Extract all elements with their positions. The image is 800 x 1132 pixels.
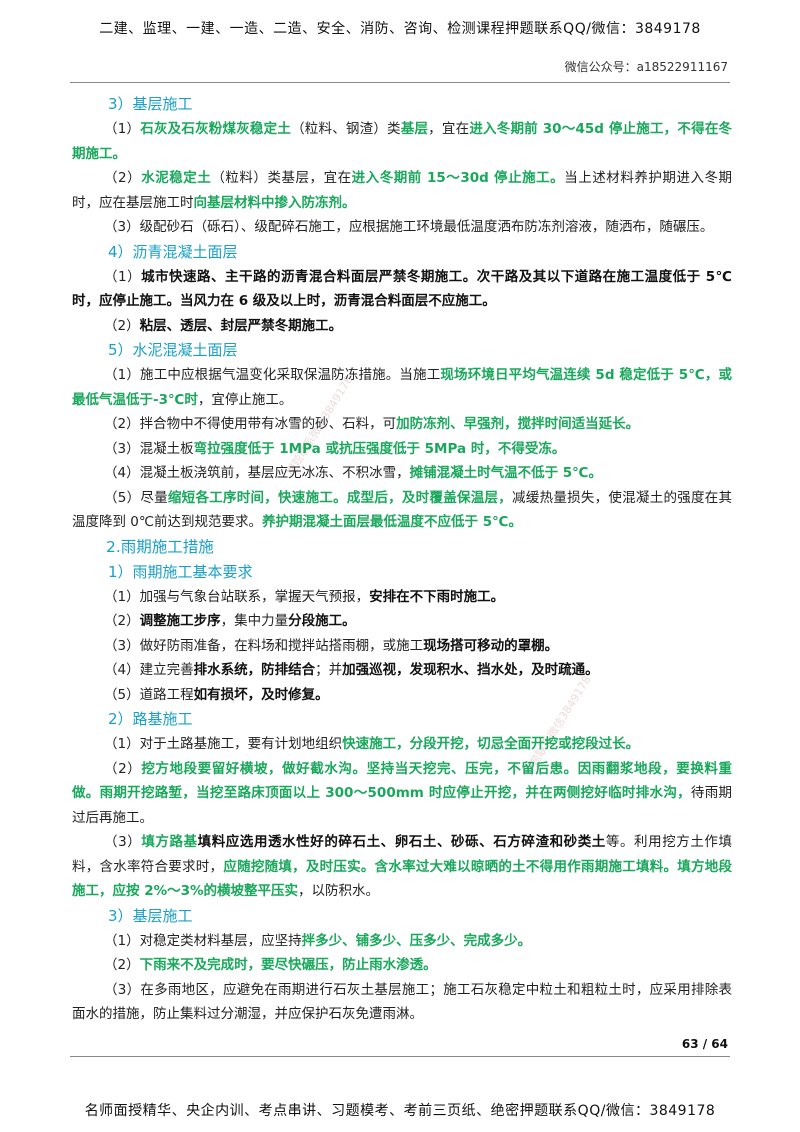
paragraph: （1）城市快速路、主干路的沥青混合料面层严禁冬期施工。次干路及其以下道路在施工温… [72, 265, 732, 314]
page-number: 63 / 64 [681, 1037, 728, 1051]
text-run: （粒料、钢渣）类 [291, 121, 401, 137]
highlight-text: 进入冬期前 30～45d 停止施工，不得在冬期施工。 [72, 121, 733, 162]
highlight-text: 缩短各工序时间，快速施工。成型后，及时覆盖保温层， [167, 489, 513, 506]
paragraph: （3）在多雨地区，应避免在雨期进行石灰土基层施工；施工石灰稳定中粒土和粗粒土时，… [72, 978, 732, 1027]
section-subheading: 2）路基施工 [108, 710, 193, 728]
text-run: （3）在多雨地区，应避免在雨期进行石灰土基层施工；施工石灰稳定中粒土和粗粒土时，… [72, 981, 732, 1023]
highlight-text: 快速施工，分段开挖，切忌全面开挖或挖段过长。 [342, 736, 640, 752]
bold-text: 调整施工步序 [139, 613, 221, 629]
highlight-text: 向基层材料中掺入防冻剂。 [193, 194, 356, 211]
text-run: （5）尽量 [104, 489, 168, 506]
highlight-text: 填方路基 [141, 834, 198, 850]
bold-text: 如有损坏，及时修复。 [193, 686, 329, 703]
section-subheading: 5）水泥混凝土面层 [108, 341, 238, 359]
highlight-text: 弯拉强度低于 1MPa 或抗压强度低于 5MPa 时，不得受冻。 [193, 440, 566, 457]
paragraph: （2）挖方地段要留好横坡，做好截水沟。坚持当天挖完、压完，不留后患。因雨翻浆地段… [72, 757, 732, 831]
bottom-banner: 名师面授精华、央企内训、考点串讲、习题模考、考前三页纸、绝密押题联系QQ/微信：… [84, 1103, 716, 1119]
paragraph: （3）级配砂石（砾石）、级配碎石施工，应根据施工环境最低温度洒布防冻剂溶液，随洒… [72, 215, 732, 240]
text-run: ，集中力量 [220, 613, 289, 629]
highlight-text: 现场环境日平均气温连续 5d 稳定低于 5℃，或最低气温低于-3℃时 [72, 367, 732, 408]
text-run: ；并 [315, 662, 343, 678]
section-subheading: 4）沥青混凝土面层 [108, 242, 238, 261]
top-banner: 二建、监理、一建、一造、二造、安全、消防、咨询、检测课程押题联系QQ/微信：38… [99, 21, 701, 37]
paragraph: （1）石灰及石灰粉煤灰稳定土（粒料、钢渣）类基层，宜在进入冬期前 30～45d … [72, 117, 732, 166]
text-run: 等。利用挖方土作填料，含水率符合要求时， [72, 834, 733, 875]
text-run: （粒料）类基层，宜在 [211, 170, 352, 186]
text-run: （5）道路工程 [104, 686, 194, 703]
text-run: （4）建立完善 [104, 662, 194, 678]
text-run: ，宜停止施工。 [197, 391, 293, 408]
text-run: 减缓热量损失，使混凝土的强度在其温度降到 0℃前达到规范要求。 [72, 489, 733, 531]
text-run: 待雨期过后再施工。 [72, 785, 732, 826]
text-run: （3） [104, 834, 142, 850]
bold-text: 城市快速路、主干路的沥青混合料面层严禁冬期施工。次干路及其以下道路在施工温度低于… [72, 268, 732, 310]
header-rule [70, 82, 730, 83]
paragraph: （2）下雨来不及完成时，要尽快碾压，防止雨水渗透。 [72, 953, 732, 978]
text-run: （4）混凝土板浇筑前，基层应无冰冻、不积冰雪， [104, 465, 410, 481]
section-subheading: 1）雨期施工基本要求 [108, 562, 253, 581]
text-run: （2） [104, 613, 140, 629]
bold-text: 排水系统，防排结合 [193, 662, 316, 678]
paragraph: （1）对于土路基施工，要有计划地组织快速施工，分段开挖，切忌全面开挖或挖段过长。 [72, 732, 732, 757]
text-run: （1）施工中应根据气温变化采取保温防冻措施。当施工 [104, 367, 441, 383]
highlight-text: 养护期混凝土面层最低温度不应低于 5℃。 [262, 514, 522, 530]
highlight-text: 挖方地段要留好横坡，做好截水沟。坚持当天挖完、压完，不留后患。因雨翻浆地段，要换… [72, 760, 733, 802]
paragraph: （2）调整施工步序，集中力量分段施工。 [72, 609, 732, 634]
text-run: （3）级配砂石（砾石）、级配碎石施工，应根据施工环境最低温度洒布防冻剂溶液，随洒… [104, 219, 714, 235]
text-run: （2） [104, 760, 142, 777]
paragraph: （2）粘层、透层、封层严禁冬期施工。 [72, 314, 732, 339]
text-run: （2） [104, 170, 142, 186]
text-run: ，以防积水。 [298, 883, 380, 899]
highlight-text: 应随挖随填，及时压实。含水率过大难以晾晒的土不得用作雨期施工填料。填方地段施工，… [72, 858, 733, 900]
text-run: （2） [104, 957, 140, 973]
bold-text: 分段施工。 [288, 613, 356, 629]
paragraph: （3）混凝土板弯拉强度低于 1MPa 或抗压强度低于 5MPa 时，不得受冻。 [72, 437, 732, 462]
text-run: （3）混凝土板 [104, 440, 194, 457]
text-run: （2） [104, 317, 140, 334]
highlight-text: 下雨来不及完成时，要尽快碾压，防止雨水渗透。 [139, 957, 437, 973]
highlight-text: 摊铺混凝土时气温不低于 5℃。 [409, 465, 603, 481]
paragraph: （2）拌合物中不得使用带有冰雪的砂、石料，可加防冻剂、早强剂，搅拌时间适当延长。 [72, 412, 732, 437]
bold-text: 粘层、透层、封层严禁冬期施工。 [139, 317, 343, 334]
section-heading: 2.雨期施工措施 [106, 537, 214, 556]
highlight-text: 水泥稳定土 [141, 170, 212, 186]
text-run: （1） [104, 121, 141, 137]
document-body: 3）基层施工（1）石灰及石灰粉煤灰稳定土（粒料、钢渣）类基层，宜在进入冬期前 3… [72, 92, 732, 1027]
text-run: （1） [104, 268, 142, 285]
paragraph: （1）对稳定类材料基层，应坚持拌多少、铺多少、压多少、完成多少。 [72, 929, 732, 954]
paragraph: （4）建立完善排水系统，防排结合；并加强巡视，发现积水、挡水处，及时疏通。 [72, 658, 732, 683]
text-run: （2）拌合物中不得使用带有冰雪的砂、石料，可 [104, 416, 397, 432]
section-subheading: 3）基层施工 [108, 95, 193, 113]
text-run: （1）加强与气象台站联系，掌握天气预报， [104, 588, 370, 605]
highlight-text: 加防冻剂、早强剂，搅拌时间适当延长。 [396, 416, 640, 432]
highlight-text: 基层 [400, 121, 429, 137]
highlight-text: 拌多少、铺多少、压多少、完成多少。 [301, 932, 532, 949]
paragraph: （5）尽量缩短各工序时间，快速施工。成型后，及时覆盖保温层，减缓热量损失，使混凝… [72, 486, 732, 535]
paragraph: （1）施工中应根据气温变化采取保温防冻措施。当施工现场环境日平均气温连续 5d … [72, 363, 732, 412]
text-run: （1）对稳定类材料基层，应坚持 [104, 932, 302, 949]
highlight-text: 石灰及石灰粉煤灰稳定土 [140, 121, 292, 137]
paragraph: （5）道路工程如有损坏，及时修复。 [72, 683, 732, 708]
bold-text: 安排在不下雨时施工。 [369, 588, 505, 605]
highlight-text: 进入冬期前 15～30d 停止施工。 [351, 170, 565, 186]
section-subheading: 3）基层施工 [108, 906, 193, 925]
paragraph: （1）加强与气象台站联系，掌握天气预报，安排在不下雨时施工。 [72, 585, 732, 610]
text-run: ，宜在 [428, 121, 470, 137]
text-run: （1）对于土路基施工，要有计划地组织 [104, 736, 343, 752]
text-run: 当上述材料养护期进入冬期时，应在基层施工时 [72, 170, 733, 211]
bold-text: 现场搭可移动的罩棚。 [423, 637, 559, 654]
paragraph: （3）填方路基填料应选用透水性好的碎石土、卵石土、砂砾、石方碎渣和砂类土等。利用… [72, 830, 732, 904]
wechat-account: 微信公众号：a18522911167 [564, 60, 728, 74]
bold-text: 填料应选用透水性好的碎石土、卵石土、砂砾、石方碎渣和砂类土 [197, 834, 606, 850]
bold-text: 加强巡视，发现积水、挡水处，及时疏通。 [342, 662, 599, 678]
footer-rule [70, 1056, 730, 1057]
paragraph: （4）混凝土板浇筑前，基层应无冰冻、不积冰雪，摊铺混凝土时气温不低于 5℃。 [72, 461, 732, 486]
text-run: （3）做好防雨准备，在料场和搅拌站搭雨棚，或施工 [104, 637, 424, 654]
paragraph: （3）做好防雨准备，在料场和搅拌站搭雨棚，或施工现场搭可移动的罩棚。 [72, 634, 732, 659]
paragraph: （2）水泥稳定土（粒料）类基层，宜在进入冬期前 15～30d 停止施工。当上述材… [72, 166, 732, 215]
